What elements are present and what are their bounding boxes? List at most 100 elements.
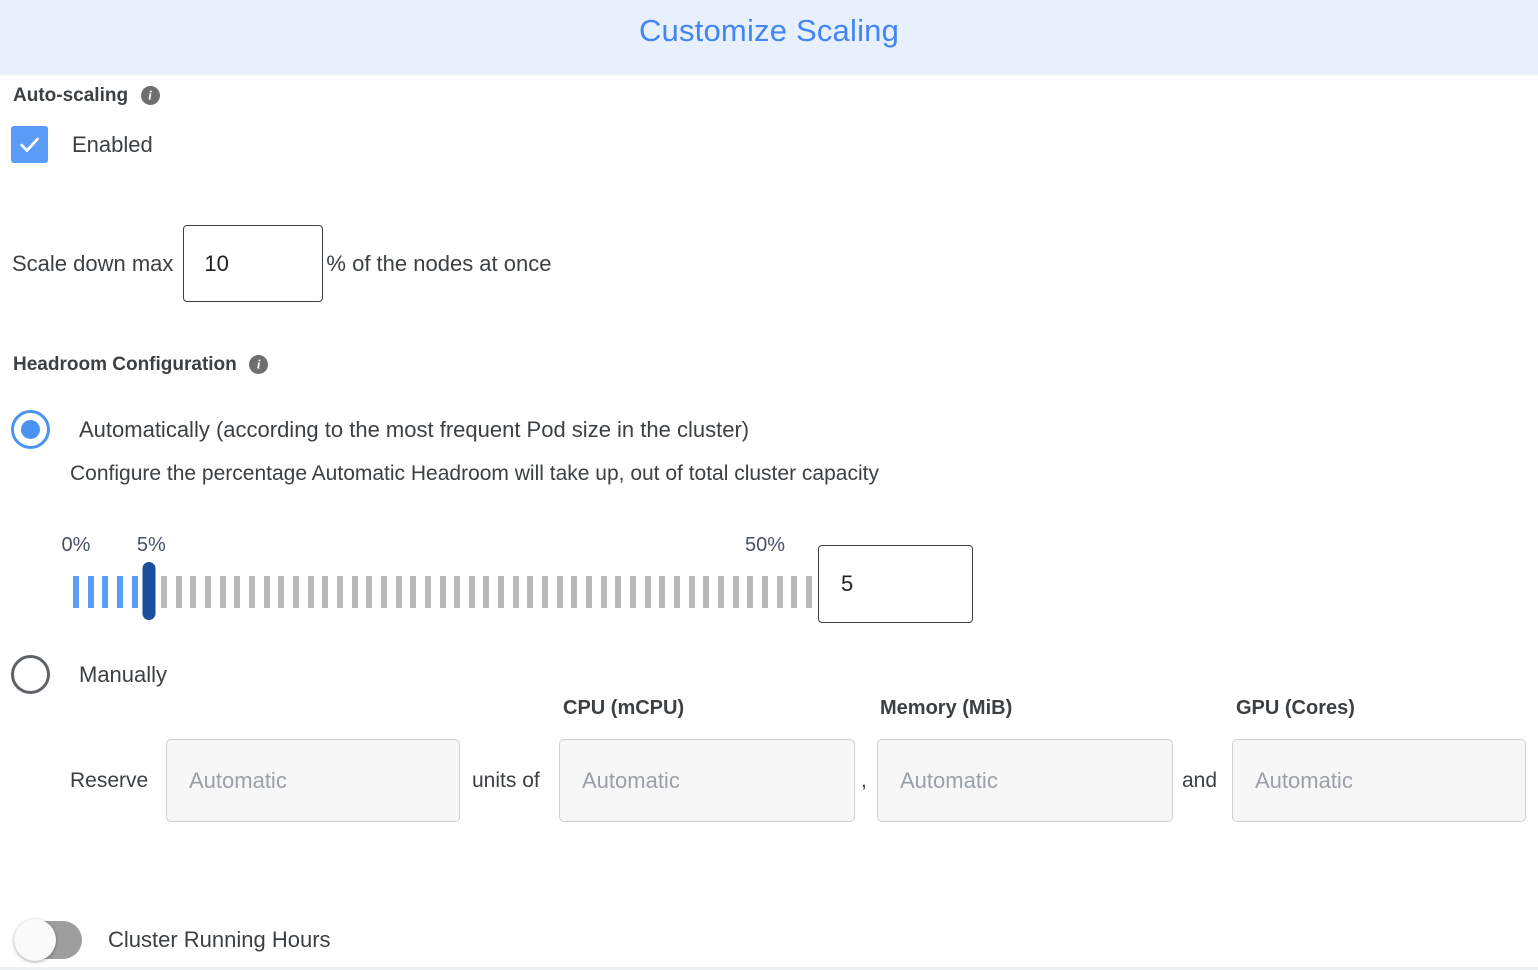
page-title: Customize Scaling (638, 13, 900, 48)
slider-tick (190, 576, 197, 608)
dialog-header: Customize Scaling (0, 0, 1538, 75)
slider-tick (644, 576, 651, 608)
slider-tick (762, 576, 769, 608)
headroom-section-header: Headroom Configuration i (13, 354, 269, 376)
slider-tick (527, 576, 534, 608)
slider-tick (336, 576, 343, 608)
slider-tick (688, 576, 695, 608)
slider-tick (87, 576, 94, 608)
radio-manually-label: Manually (79, 661, 168, 687)
check-icon (20, 137, 39, 152)
auto-scaling-enabled-row[interactable]: Enabled (11, 126, 153, 163)
slider-tick (512, 576, 519, 608)
column-header-gpu: GPU (Cores) (1236, 697, 1355, 719)
slider-tick (468, 576, 475, 608)
slider-tick (351, 576, 358, 608)
slider-label-max: 50% (745, 534, 786, 556)
radio-automatic[interactable] (11, 410, 50, 449)
headroom-percentage-input[interactable] (818, 545, 973, 623)
info-icon-glyph: i (148, 87, 152, 102)
slider-tick (747, 576, 754, 608)
slider-tick (703, 576, 710, 608)
slider-tick (732, 576, 739, 608)
slider-thumb[interactable] (142, 562, 156, 620)
units-of-label: units of (472, 769, 540, 792)
slider-tick (219, 576, 226, 608)
cluster-running-hours-toggle[interactable] (14, 919, 82, 961)
slider-tick (366, 576, 373, 608)
cluster-running-hours-row[interactable]: Cluster Running Hours (14, 919, 331, 961)
slider-tick (556, 576, 563, 608)
slider-tick (410, 576, 417, 608)
slider-tick (600, 576, 607, 608)
slider-tick (454, 576, 461, 608)
slider-tick (263, 576, 270, 608)
slider-tick (102, 576, 109, 608)
headroom-configuration-label: Headroom Configuration (13, 354, 237, 375)
reserve-inputs-row: Reserve units of , and (0, 739, 1538, 822)
headroom-automatic-option[interactable]: Automatically (according to the most fre… (11, 410, 749, 449)
slider-tick (718, 576, 725, 608)
reserve-gpu-input[interactable] (1232, 739, 1526, 822)
slider-tick (630, 576, 637, 608)
slider-label-value: 5% (136, 534, 166, 556)
headroom-percentage-slider[interactable]: 0% 5% 50% (62, 534, 812, 620)
column-header-memory: Memory (MiB) (880, 697, 1013, 719)
radio-automatic-label: Automatically (according to the most fre… (79, 416, 750, 442)
scale-down-max-row: Scale down max % of the nodes at once (12, 225, 551, 302)
headroom-manual-option[interactable]: Manually (11, 655, 167, 694)
slider-tick (204, 576, 211, 608)
info-icon-glyph: i (256, 356, 261, 371)
slider-tick (542, 576, 549, 608)
slider-tick (116, 576, 123, 608)
radio-automatic-dot (21, 420, 40, 439)
slider-tick (498, 576, 505, 608)
slider-tick (806, 576, 812, 608)
slider-tick (571, 576, 578, 608)
slider-tick (248, 576, 255, 608)
reserve-cpu-input[interactable] (559, 739, 855, 822)
toggle-knob (14, 919, 56, 961)
auto-scaling-label: Auto-scaling (13, 85, 129, 106)
headroom-automatic-description: Configure the percentage Automatic Headr… (70, 462, 879, 485)
slider-tick (586, 576, 593, 608)
reserve-units-input[interactable] (166, 739, 460, 822)
slider-tick (424, 576, 431, 608)
slider-tick (322, 576, 329, 608)
slider-tick (73, 576, 79, 608)
slider-tick (175, 576, 182, 608)
slider-tick (131, 576, 138, 608)
slider-label-min: 0% (61, 534, 91, 556)
column-header-cpu: CPU (mCPU) (563, 697, 685, 719)
slider-tick (615, 576, 622, 608)
cluster-running-hours-label: Cluster Running Hours (108, 927, 331, 952)
comma-separator: , (861, 769, 867, 792)
reserve-memory-input[interactable] (877, 739, 1173, 822)
slider-tick (659, 576, 666, 608)
radio-manually[interactable] (11, 655, 50, 694)
slider-tick-labels: 0% 5% 50% (62, 534, 809, 564)
slider-tick (674, 576, 681, 608)
auto-scaling-enabled-label: Enabled (72, 131, 153, 157)
slider-tick (380, 576, 387, 608)
slider-tick (776, 576, 783, 608)
slider-tick (439, 576, 446, 608)
scale-down-max-input[interactable] (183, 225, 324, 302)
slider-tick (395, 576, 402, 608)
slider-tick (234, 576, 241, 608)
scale-down-max-label: Scale down max (12, 250, 174, 276)
and-separator: and (1182, 769, 1218, 792)
slider-tick (160, 576, 167, 608)
info-icon-auto-scaling[interactable]: i (140, 85, 160, 105)
slider-track[interactable] (73, 562, 812, 620)
slider-tick (278, 576, 285, 608)
auto-scaling-section-header: Auto-scaling i (13, 85, 160, 107)
slider-tick (292, 576, 299, 608)
info-icon-headroom[interactable]: i (249, 354, 269, 374)
bottom-divider (0, 967, 1538, 970)
auto-scaling-enabled-checkbox[interactable] (11, 126, 48, 163)
slider-tick (791, 576, 798, 608)
slider-tick (483, 576, 490, 608)
slider-tick (307, 576, 314, 608)
reserve-label: Reserve (70, 769, 149, 792)
